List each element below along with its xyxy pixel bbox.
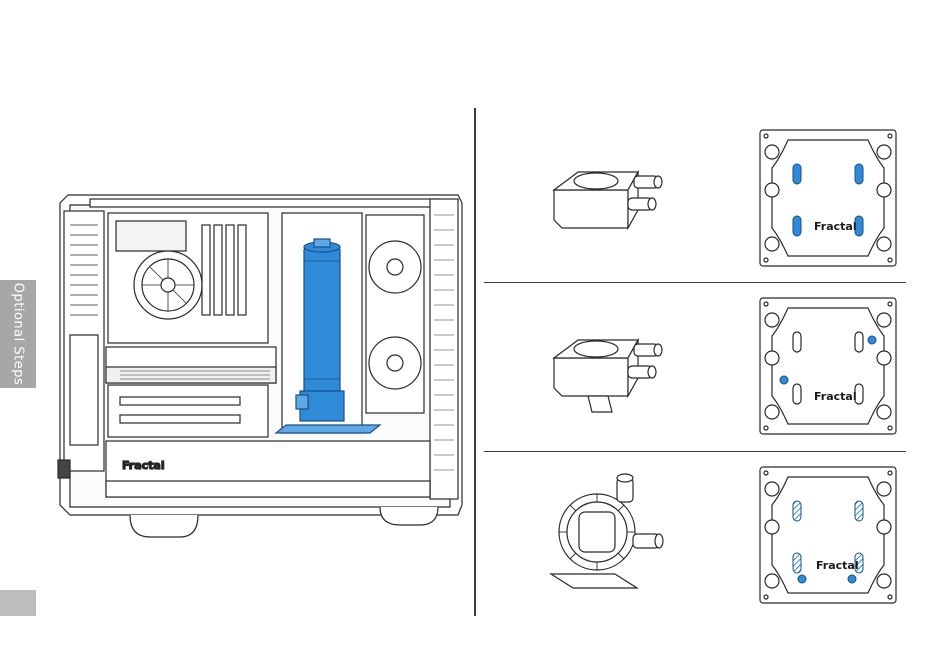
mount-plate-1: Fractal (758, 128, 898, 268)
plate-logo: Fractal (814, 220, 857, 233)
d5-pump-illustration (545, 470, 675, 600)
row-divider (484, 451, 906, 452)
mount-plate-3: Fractal (758, 465, 898, 605)
page-number-tab (0, 590, 36, 616)
pump-bracket-illustration (548, 318, 678, 418)
plate-logo: Fractal (816, 559, 859, 572)
case-logo: Fractal (122, 459, 165, 472)
plate-logo: Fractal (814, 390, 857, 403)
row-divider (484, 282, 906, 283)
section-tab: Optional Steps (0, 280, 36, 388)
case-illustration: Fractal (50, 185, 520, 545)
mount-plate-2: Fractal (758, 296, 898, 436)
pump-top-illustration (548, 150, 678, 240)
section-tab-label: Optional Steps (11, 283, 26, 385)
column-divider (474, 108, 476, 616)
